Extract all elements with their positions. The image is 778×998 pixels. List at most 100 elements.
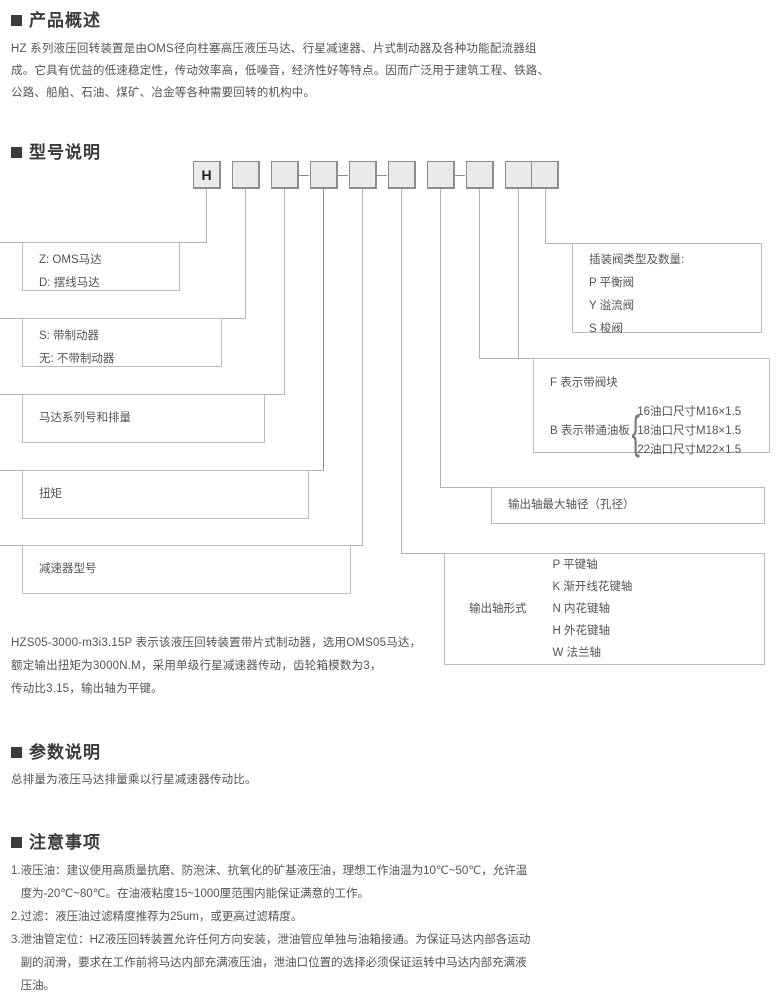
shaft-form-p: P 平键轴 (552, 559, 598, 571)
square-bullet-icon (11, 837, 22, 848)
label-box-shaft-form: 输出轴形式 P 平键轴 K 渐开线花键轴 N 内花键轴 H 外花键轴 W 法兰轴 (444, 553, 765, 665)
parameters-line-1: 总排量为液压马达排量乘以行星减速器传动比。 (11, 774, 257, 786)
code-box-2 (232, 161, 260, 189)
leader-line-valve-block2-v (518, 189, 519, 359)
brake-option-2: 无: 不带制动器 (39, 353, 115, 365)
oil-port-22: 22油口尺寸M22×1.5 (637, 444, 742, 456)
note-number-3: 3. (11, 934, 21, 946)
code-box-7 (427, 161, 455, 189)
valve-type-p: P 平衡阀 (589, 277, 635, 289)
leader-line-valve-block-v (479, 189, 480, 359)
label-box-valve-block: F 表示带阀块 B 表示带通油板 { 16油口尺寸M16×1.5 18油口尺寸M… (533, 358, 770, 456)
label-box-valve-types: 插装阀类型及数量: P 平衡阀 Y 溢流阀 S 梭阀 (572, 243, 762, 335)
brake-option-1: S: 带制动器 (39, 330, 100, 342)
note-1-line-2: 度为-20℃~80℃。在油液粘度15~1000厘范围内能保证满意的工作。 (20, 888, 370, 900)
note-3-line-1: 泄油管定位：HZ液压回转装置允许任何方向安装，泄油管应单独与油箱接通。为保证马达… (20, 934, 531, 946)
section-heading-model: 型号说明 (11, 144, 101, 161)
valve-block-b-group: B 表示带通油板 { 16油口尺寸M16×1.5 18油口尺寸M18×1.5 2… (550, 403, 741, 460)
example-line-1: HZS05-3000-m3i3.15P 表示该液压回转装置带片式制动器，选用OM… (11, 637, 422, 649)
note-item-1: 1. 液压油：建议使用高质量抗磨、防泡沫、抗氧化的矿基液压油，理想工作油温为10… (11, 860, 651, 906)
note-number-2: 2. (11, 911, 21, 923)
parameters-title: 参数说明 (29, 743, 101, 762)
code-box-6 (388, 161, 416, 189)
reducer-model-text: 减速器型号 (39, 563, 97, 575)
valve-block-f-text: F 表示带阀块 (550, 377, 618, 389)
label-box-motor-type: Z: OMS马达 D: 摆线马达 (22, 242, 180, 291)
note-text-1: 液压油：建议使用高质量抗磨、防泡沫、抗氧化的矿基液压油，理想工作油温为10℃~5… (21, 860, 651, 906)
code-box-3 (271, 161, 299, 189)
label-box-brake: S: 带制动器 无: 不带制动器 (22, 318, 222, 367)
leader-line-torque-v (323, 189, 324, 471)
shaft-form-w: W 法兰轴 (552, 647, 602, 659)
note-3-line-2: 副的润滑，要求在工作前将马达内部充满液压油，泄油口位置的选择必须保证运转中马达内… (20, 957, 527, 969)
code-box-9 (505, 161, 533, 189)
note-item-3: 3. 泄油管定位：HZ液压回转装置允许任何方向安装，泄油管应单独与油箱接通。为保… (11, 929, 651, 998)
leader-line-series-v (284, 189, 285, 395)
code-box-10 (531, 161, 559, 189)
overview-body: HZ 系列液压回转装置是由OMS径向柱塞高压液压马达、行星减速器、片式制动器及各… (11, 38, 771, 104)
label-box-motor-series: 马达系列号和排量 (22, 394, 265, 443)
code-box-8 (466, 161, 494, 189)
shaft-form-h: H 外花键轴 (552, 625, 611, 637)
note-1-line-1: 液压油：建议使用高质量抗磨、防泡沫、抗氧化的矿基液压油，理想工作油温为10℃~5… (20, 865, 528, 877)
oil-port-18: 18油口尺寸M18×1.5 (637, 425, 742, 437)
code-separator-3 (377, 175, 387, 176)
note-number-1: 1. (11, 865, 21, 877)
brace-icon: { (631, 405, 640, 458)
example-line-2: 额定输出扭矩为3000N.M，采用单级行星减速器传动，齿轮箱模数为3， (11, 660, 382, 672)
motor-series-text: 马达系列号和排量 (39, 412, 131, 424)
overview-line-2: 成。它具有优益的低速稳定性，传动效率高，低噪音，经济性好等特点。因而广泛用于建筑… (11, 65, 550, 77)
valve-block-b-text: B 表示带通油板 (550, 425, 630, 437)
leader-line-brake-v (245, 189, 246, 319)
overview-line-3: 公路、船舶、石油、煤矿、冶金等各种需要回转的机构中。 (11, 87, 316, 99)
square-bullet-icon (11, 747, 22, 758)
leader-line-reducer-v (362, 189, 363, 546)
leader-line-valve-block-h (479, 358, 534, 359)
label-box-shaft-diameter: 输出轴最大轴径（孔径） (491, 487, 765, 524)
shaft-diameter-text: 输出轴最大轴径（孔径） (508, 499, 635, 511)
leader-line-shaft-form-v (401, 189, 402, 554)
label-box-torque: 扭矩 (22, 470, 309, 519)
leader-line-motor-type-v (206, 189, 207, 243)
notes-list: 1. 液压油：建议使用高质量抗磨、防泡沫、抗氧化的矿基液压油，理想工作油温为10… (11, 860, 651, 998)
square-bullet-icon (11, 15, 22, 26)
note-text-3: 泄油管定位：HZ液压回转装置允许任何方向安装，泄油管应单独与油箱接通。为保证马达… (21, 929, 651, 998)
code-separator-1 (299, 175, 309, 176)
shaft-form-list: P 平键轴 K 渐开线花键轴 N 内花键轴 H 外花键轴 W 法兰轴 (553, 554, 633, 664)
leader-line-shaft-dia-v (440, 189, 441, 488)
leader-line-shaft-dia-h (440, 487, 491, 488)
shaft-form-label: 输出轴形式 (469, 602, 527, 615)
overview-title: 产品概述 (29, 11, 101, 30)
oil-port-16: 16油口尺寸M16×1.5 (637, 406, 742, 418)
note-item-2: 2. 过滤：液压油过滤精度推荐为25um，或更高过滤精度。 (11, 906, 651, 929)
section-heading-overview: 产品概述 (11, 12, 101, 29)
note-text-2: 过滤：液压油过滤精度推荐为25um，或更高过滤精度。 (21, 906, 651, 929)
valve-type-s: S 梭阀 (589, 323, 623, 335)
valve-types-title: 插装阀类型及数量: (589, 254, 685, 266)
example-line-3: 传动比3.15，输出轴为平键。 (11, 683, 163, 695)
square-bullet-icon (11, 147, 22, 158)
shaft-form-k: K 渐开线花键轴 (552, 581, 633, 593)
section-heading-parameters: 参数说明 (11, 744, 101, 761)
code-separator-4 (455, 175, 465, 176)
model-title: 型号说明 (29, 143, 101, 162)
note-2-line-1: 过滤：液压油过滤精度推荐为25um，或更高过滤精度。 (20, 911, 303, 923)
leader-line-valve-types-v (545, 189, 546, 244)
motor-type-option-1: Z: OMS马达 (39, 254, 102, 266)
label-box-reducer-model: 减速器型号 (22, 545, 351, 594)
model-example-text: HZS05-3000-m3i3.15P 表示该液压回转装置带片式制动器，选用OM… (11, 632, 441, 701)
code-separator-2 (338, 175, 348, 176)
shaft-form-n: N 内花键轴 (552, 603, 611, 615)
code-box-1: H (193, 161, 221, 189)
notes-title: 注意事项 (29, 833, 101, 852)
section-heading-notes: 注意事项 (11, 834, 101, 851)
motor-type-option-2: D: 摆线马达 (39, 277, 100, 289)
valve-type-y: Y 溢流阀 (589, 300, 635, 312)
torque-text: 扭矩 (39, 488, 62, 500)
leader-line-shaft-form-h (401, 553, 444, 554)
overview-line-1: HZ 系列液压回转装置是由OMS径向柱塞高压液压马达、行星减速器、片式制动器及各… (11, 43, 537, 55)
parameters-body: 总排量为液压马达排量乘以行星减速器传动比。 (11, 769, 611, 791)
code-box-4 (310, 161, 338, 189)
code-box-5 (349, 161, 377, 189)
